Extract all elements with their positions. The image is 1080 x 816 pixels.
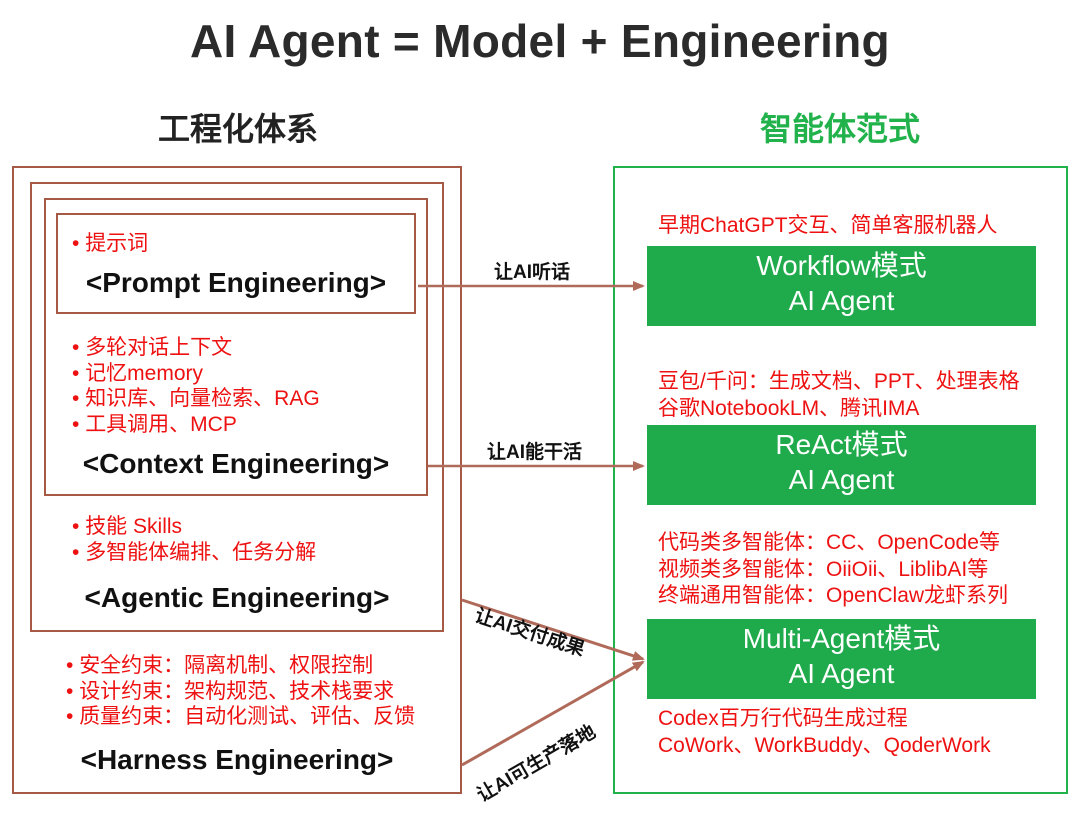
react-agent-block: ReAct模式 AI Agent (647, 425, 1036, 505)
workflow-subtitle: AI Agent (788, 285, 895, 316)
harness-bullet: 质量约束：自动化测试、评估、反馈 (66, 704, 415, 730)
engineering-system-heading: 工程化体系 (157, 111, 318, 147)
react-example: 豆包/千问：生成文档、PPT、处理表格 (658, 370, 1020, 393)
react-example: 谷歌NotebookLM、腾讯IMA (658, 396, 920, 420)
paradigm-frame (613, 166, 1068, 794)
multi-title: Multi-Agent模式 (742, 623, 941, 654)
agentic-engineering-label: <Agentic Engineering> (84, 582, 390, 613)
context-bullet: 记忆memory (72, 361, 320, 387)
prompt-bullet: 提示词 (72, 231, 148, 257)
multi-example: 视频类多智能体：OiiOii、LiblibAI等 (658, 557, 989, 581)
agent-paradigm-heading: 智能体范式 (759, 111, 920, 147)
multi-subtitle: AI Agent (788, 658, 895, 689)
context-engineering-label: <Context Engineering> (82, 448, 390, 479)
multi-example: CoWork、WorkBuddy、QoderWork (658, 733, 991, 757)
react-subtitle: AI Agent (788, 464, 895, 495)
multi-examples-below: Codex百万行代码生成过程 CoWork、WorkBuddy、QoderWor… (658, 706, 991, 759)
arrow-agentic-to-multi (461, 598, 645, 661)
context-bullet: 工具调用、MCP (72, 412, 320, 438)
arrow-harness-to-multi (461, 660, 645, 767)
agentic-bullet: 技能 Skills (72, 514, 316, 540)
workflow-example: 早期ChatGPT交互、简单客服机器人 (658, 214, 998, 237)
workflow-agent-block: Workflow模式 AI Agent (647, 246, 1036, 326)
prompt-box (56, 213, 416, 314)
multi-example: Codex百万行代码生成过程 (658, 707, 908, 730)
context-bullet: 知识库、向量检索、RAG (72, 386, 320, 412)
prompt-bullets: 提示词 (72, 231, 148, 257)
agentic-box (30, 182, 444, 632)
workflow-examples: 早期ChatGPT交互、简单客服机器人 (658, 213, 998, 240)
harness-bullet: 安全约束：隔离机制、权限控制 (66, 653, 415, 679)
harness-bullets: 安全约束：隔离机制、权限控制 设计约束：架构规范、技术栈要求 质量约束：自动化测… (66, 653, 415, 730)
agentic-bullet: 多智能体编排、任务分解 (72, 540, 316, 566)
agentic-bullets: 技能 Skills 多智能体编排、任务分解 (72, 514, 316, 565)
multi-example: 终端通用智能体：OpenClaw龙虾系列 (658, 584, 1009, 607)
multi-example: 代码类多智能体：CC、OpenCode等 (658, 531, 1000, 554)
harness-box (12, 166, 462, 794)
prompt-engineering-label: <Prompt Engineering> (85, 267, 387, 298)
multi-examples-above: 代码类多智能体：CC、OpenCode等 视频类多智能体：OiiOii、Libl… (658, 530, 1008, 610)
react-title: ReAct模式 (775, 429, 908, 460)
workflow-title: Workflow模式 (756, 250, 927, 281)
harness-bullet: 设计约束：架构规范、技术栈要求 (66, 679, 415, 705)
context-bullets: 多轮对话上下文 记忆memory 知识库、向量检索、RAG 工具调用、MCP (72, 335, 320, 437)
context-box (44, 198, 428, 496)
react-examples: 豆包/千问：生成文档、PPT、处理表格 谷歌NotebookLM、腾讯IMA (658, 369, 1020, 422)
page-title: AI Agent = Model + Engineering (190, 15, 890, 67)
arrow-label-listen: 让AI听话 (494, 262, 571, 283)
multi-agent-block: Multi-Agent模式 AI Agent (647, 619, 1036, 699)
arrow-label-work: 让AI能干活 (487, 442, 583, 463)
context-bullet: 多轮对话上下文 (72, 335, 320, 361)
harness-engineering-label: <Harness Engineering> (80, 744, 394, 775)
